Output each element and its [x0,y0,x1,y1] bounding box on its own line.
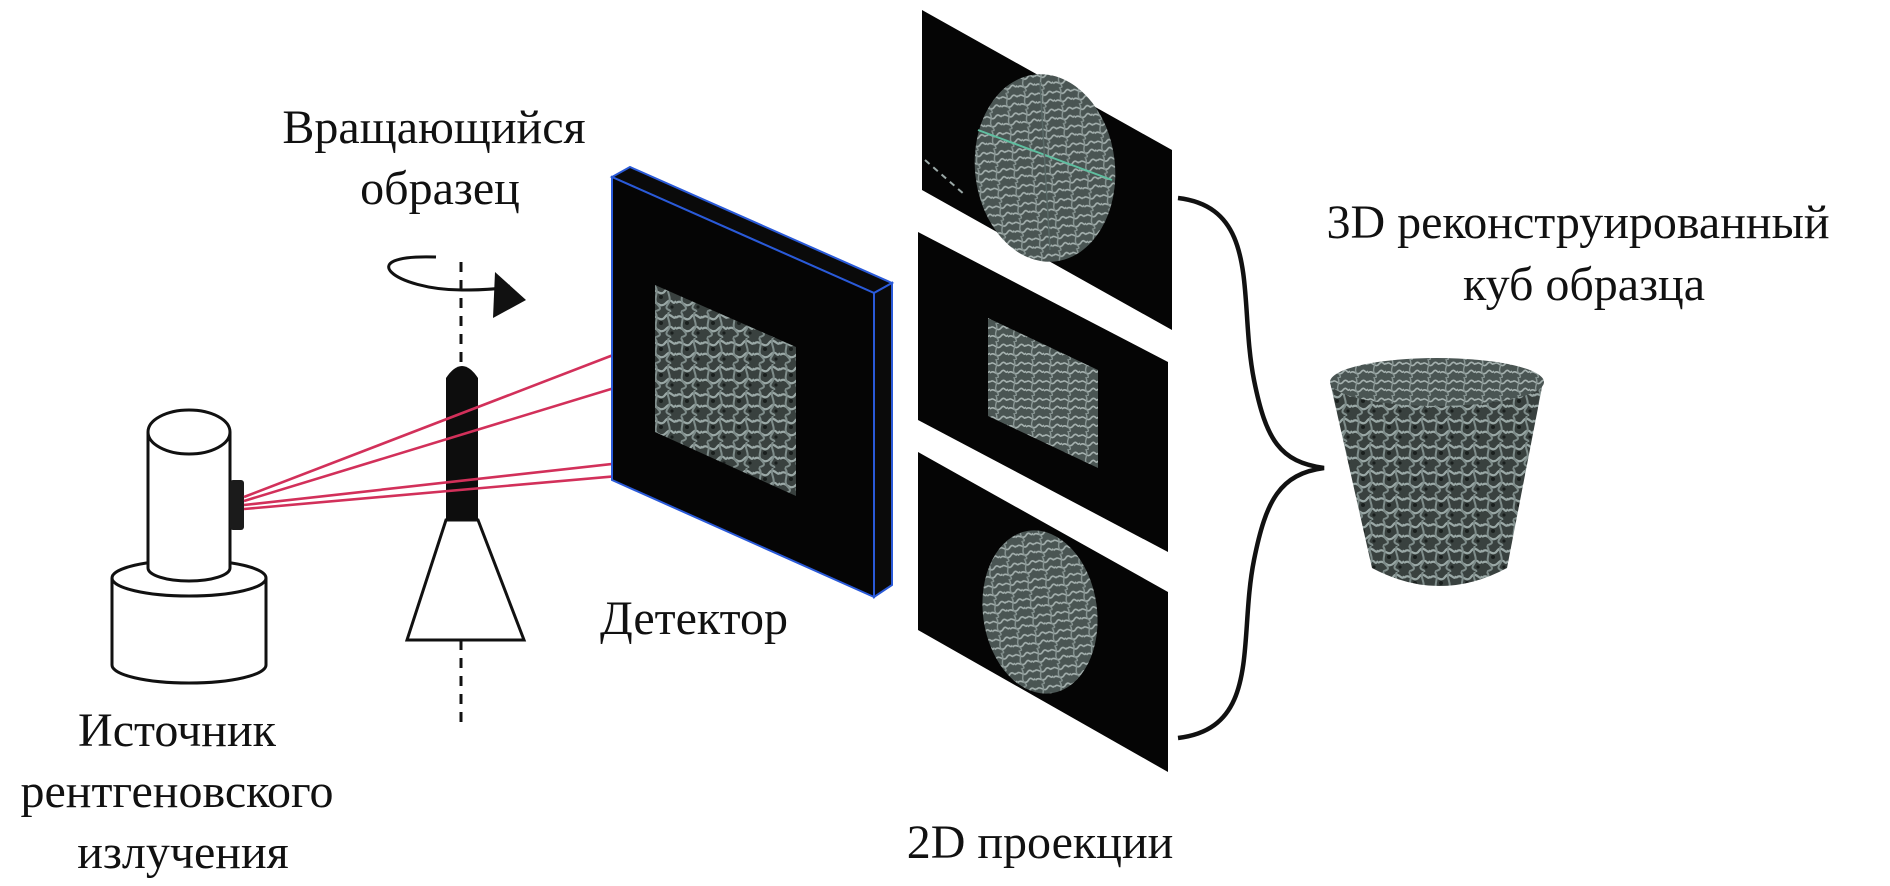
projections-stack [918,10,1172,772]
rotation-arrowhead-icon [493,272,526,318]
rotating-sample-assembly [387,255,527,722]
detector-side [873,281,893,599]
reconstructed-body [1330,382,1543,586]
detector-label: Детектор [600,592,788,645]
projections-label: 2D проекции [907,816,1174,869]
projection-1 [922,10,1172,330]
curly-brace [1177,195,1325,741]
reconstructed-cube [1330,358,1544,586]
source-tube-top [146,408,232,456]
sample-holder [446,366,478,520]
xray-beams [243,345,667,511]
reconstruction-label: 3D реконструированный куб образца [1326,196,1841,311]
sample-stand [404,518,527,642]
source-nozzle [230,480,244,530]
rotating-sample-label: Вращающийся образец [282,101,597,215]
detector [609,165,895,599]
rotation-arrow-icon [387,255,511,292]
projection-3 [918,452,1168,772]
reconstructed-top [1330,358,1544,406]
xray-source [110,408,268,685]
source-base [110,578,268,685]
source-tube [146,432,232,583]
source-label: Источник рентгеновского излучения [20,704,345,879]
detector-image [655,285,796,496]
projection-2 [918,232,1168,552]
